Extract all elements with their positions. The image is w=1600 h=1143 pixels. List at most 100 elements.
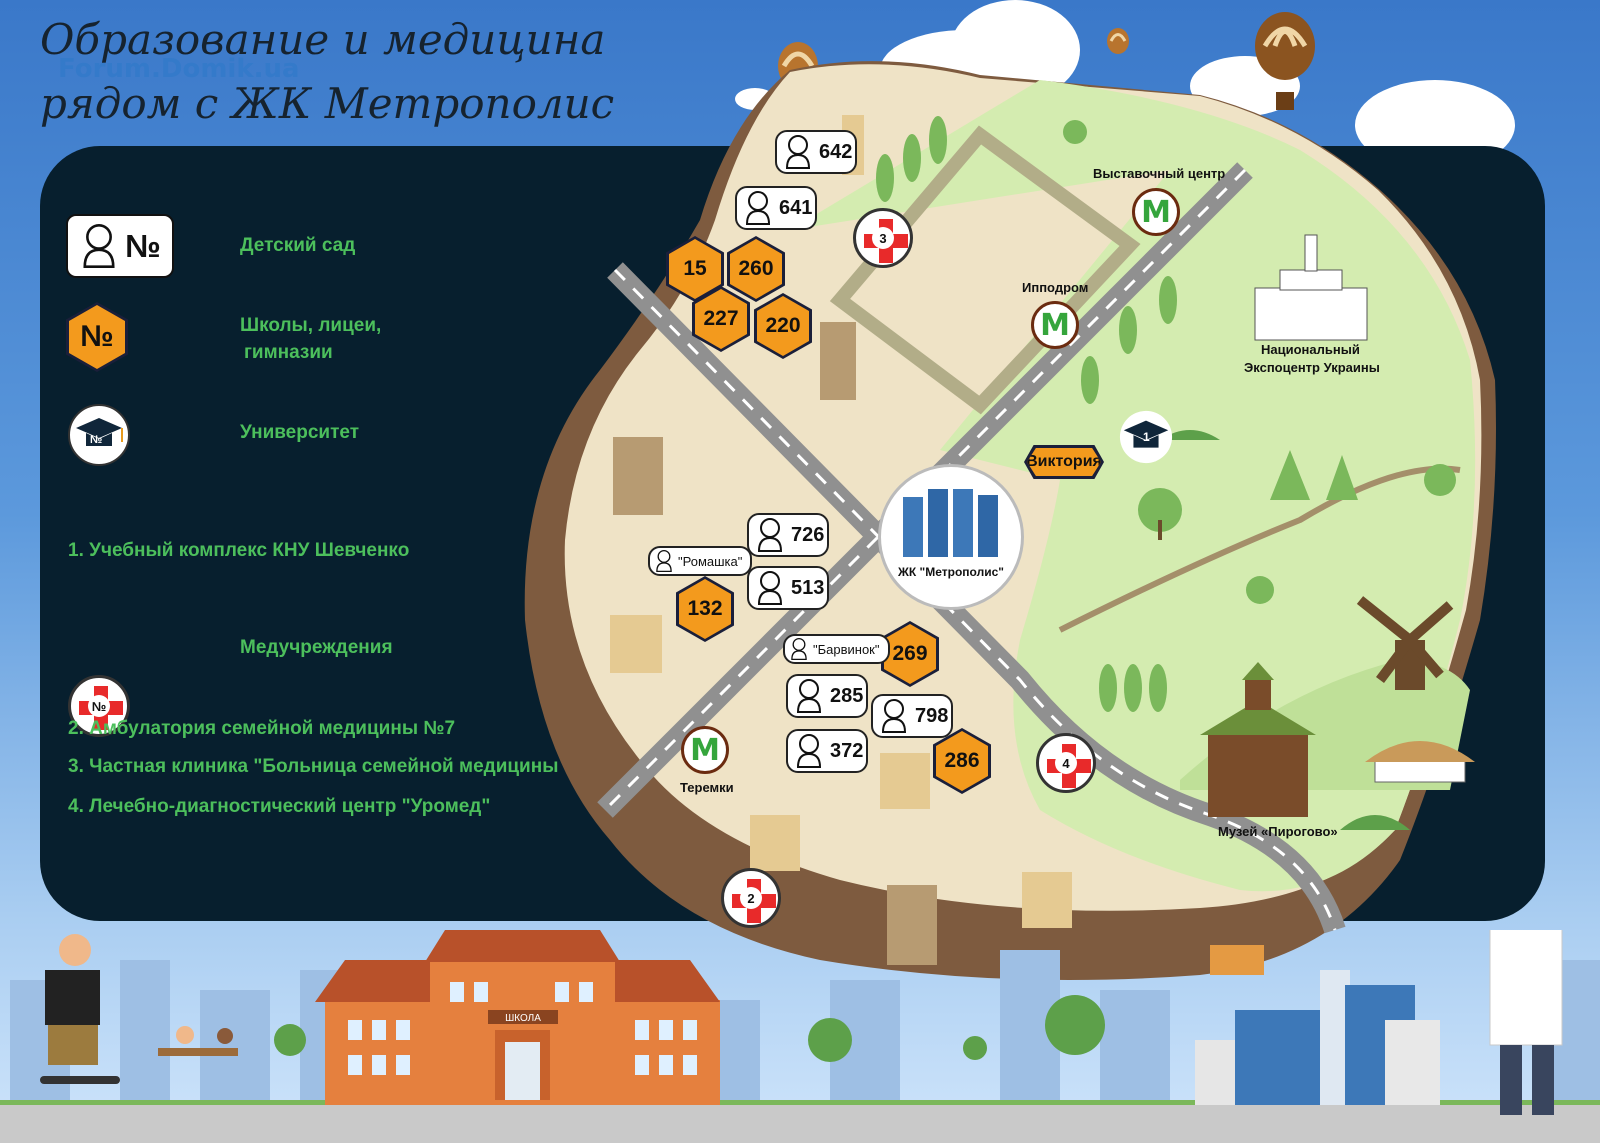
expocenter-building <box>1254 234 1368 341</box>
legend-medical-symbol: № <box>88 695 110 717</box>
hut <box>1374 759 1466 783</box>
windmill <box>1356 596 1454 690</box>
bottom-scene: ШКОЛА <box>0 930 1600 1143</box>
kindergarten-name: "Ромашка" <box>678 553 743 569</box>
kindergarten-marker[interactable]: 798 <box>871 694 953 738</box>
baby-icon <box>757 518 783 552</box>
baby-icon <box>785 135 811 169</box>
kindergarten-number: 513 <box>791 576 825 599</box>
balloon-icon <box>1107 28 1129 54</box>
school-number: 227 <box>695 289 747 349</box>
legend-medical-item-4: 4. Лечебно-диагностический центр "Уромед… <box>68 796 491 817</box>
university-marker[interactable]: 1 <box>1118 409 1174 465</box>
legend-kindergarten-icon: № <box>66 214 174 278</box>
exhibition-center-label: Выставочный центр <box>1093 166 1226 181</box>
kindergarten-name: "Барвинок" <box>813 641 880 657</box>
hut-roof <box>1365 741 1475 762</box>
legend-university-symbol: № <box>90 434 103 446</box>
kindergarten-number: 726 <box>791 523 825 546</box>
medical-marker[interactable]: 3 <box>853 208 913 268</box>
medical-marker[interactable]: 2 <box>721 868 781 928</box>
legend-school-icon: № <box>66 302 128 372</box>
bush <box>1160 430 1220 440</box>
metro-marker[interactable]: М <box>1132 188 1180 236</box>
school-marker[interactable]: 269 <box>881 621 939 687</box>
kindergarten-marker[interactable]: 726 <box>747 513 829 557</box>
legend-medical-item-3: 3. Частная клиника "Больница семейной ме… <box>68 756 559 777</box>
viktoria-label: Виктория <box>1027 448 1101 476</box>
legend-university-item-1: 1. Учебный комплекс КНУ Шевченко <box>68 540 410 561</box>
title-line-1: Образование и медицина <box>40 15 606 64</box>
metropolis-label: ЖК "Метрополис" <box>898 565 1004 579</box>
legend-medical-icon: № <box>68 675 130 737</box>
expocenter-label-1: Национальный <box>1261 342 1360 357</box>
legend-kindergarten-label: Детский сад <box>240 235 356 256</box>
metropolis-towers-icon <box>903 489 998 557</box>
school-number: 269 <box>884 624 936 684</box>
racetrack <box>829 125 1141 415</box>
kindergarten-marker[interactable]: 285 <box>786 674 868 718</box>
hippodrome-label: Ипподром <box>1022 280 1089 295</box>
bush <box>1340 815 1410 830</box>
metro-marker[interactable]: М <box>681 726 729 774</box>
kindergarten-marker[interactable]: 372 <box>786 729 868 773</box>
park-path <box>1058 465 1461 633</box>
sidewalk <box>0 1105 1600 1143</box>
school-number: 220 <box>757 296 809 356</box>
school-number: 260 <box>730 239 782 299</box>
baby-icon <box>791 638 807 660</box>
baby-icon <box>83 224 115 268</box>
school-marker[interactable]: 286 <box>933 728 991 794</box>
school-number: 15 <box>669 239 721 299</box>
metropolis-marker[interactable]: ЖК "Метрополис" <box>878 464 1024 610</box>
kindergarten-number: 285 <box>830 684 864 707</box>
tree-trunk <box>1158 520 1162 540</box>
legend-school-label-1: Школы, лицеи, <box>240 315 382 336</box>
kindergarten-marker[interactable]: "Ромашка" <box>648 546 753 576</box>
metro-marker[interactable]: М <box>1031 301 1079 349</box>
baby-icon <box>757 571 783 605</box>
watermark: Forum.Domik.ua <box>58 54 300 84</box>
kindergarten-number: 642 <box>819 140 853 163</box>
school-marker[interactable]: 220 <box>754 293 812 359</box>
legend-kindergarten-symbol: № <box>125 227 161 264</box>
school-number: 132 <box>679 579 731 639</box>
baby-icon <box>881 699 907 733</box>
graduation-cap-icon <box>76 418 123 446</box>
bench-people <box>158 1026 238 1056</box>
balloon-icon <box>1255 12 1315 110</box>
page-title: Образование и медицина рядом с ЖК Метроп… <box>40 8 614 136</box>
hospital-building <box>1195 970 1440 1105</box>
medical-number: 3 <box>872 227 894 249</box>
school-marker[interactable]: 132 <box>676 576 734 642</box>
medical-marker[interactable]: 4 <box>1036 733 1096 793</box>
baby-icon <box>796 734 822 768</box>
kindergarten-number: 641 <box>779 196 813 219</box>
school-marker[interactable]: 260 <box>727 236 785 302</box>
map-buildings <box>610 115 1264 975</box>
medical-number: 2 <box>740 887 762 909</box>
kindergarten-number: 372 <box>830 739 864 762</box>
teremki-label: Теремки <box>680 780 734 795</box>
kindergarten-marker[interactable]: 513 <box>747 566 829 610</box>
legend-university-icon: № <box>68 404 130 466</box>
school-building <box>315 930 720 1105</box>
kindergarten-marker[interactable]: 641 <box>735 186 817 230</box>
school-number: 286 <box>936 731 988 791</box>
viktoria-marker[interactable]: Виктория <box>1024 445 1104 479</box>
trees <box>876 116 1456 712</box>
medical-number: 4 <box>1055 752 1077 774</box>
kindergarten-marker[interactable]: "Барвинок" <box>783 634 890 664</box>
school-sign-text: ШКОЛА <box>505 1013 541 1024</box>
university-number: 1 <box>1143 430 1150 444</box>
legend-medical-label: Медучреждения <box>240 637 393 658</box>
doctor-figure <box>1489 930 1563 1115</box>
kindergarten-marker[interactable]: 642 <box>775 130 857 174</box>
graduation-cap-icon <box>1119 410 1173 464</box>
school-marker[interactable]: 227 <box>692 286 750 352</box>
baby-icon <box>656 550 672 572</box>
legend-school-label-2: гимназии <box>244 342 333 363</box>
baby-icon <box>796 679 822 713</box>
title-line-2: рядом с ЖК Метрополис <box>40 79 615 128</box>
legend-medical-item-2: 2. Амбулатория семейной медицины №7 <box>68 718 456 739</box>
